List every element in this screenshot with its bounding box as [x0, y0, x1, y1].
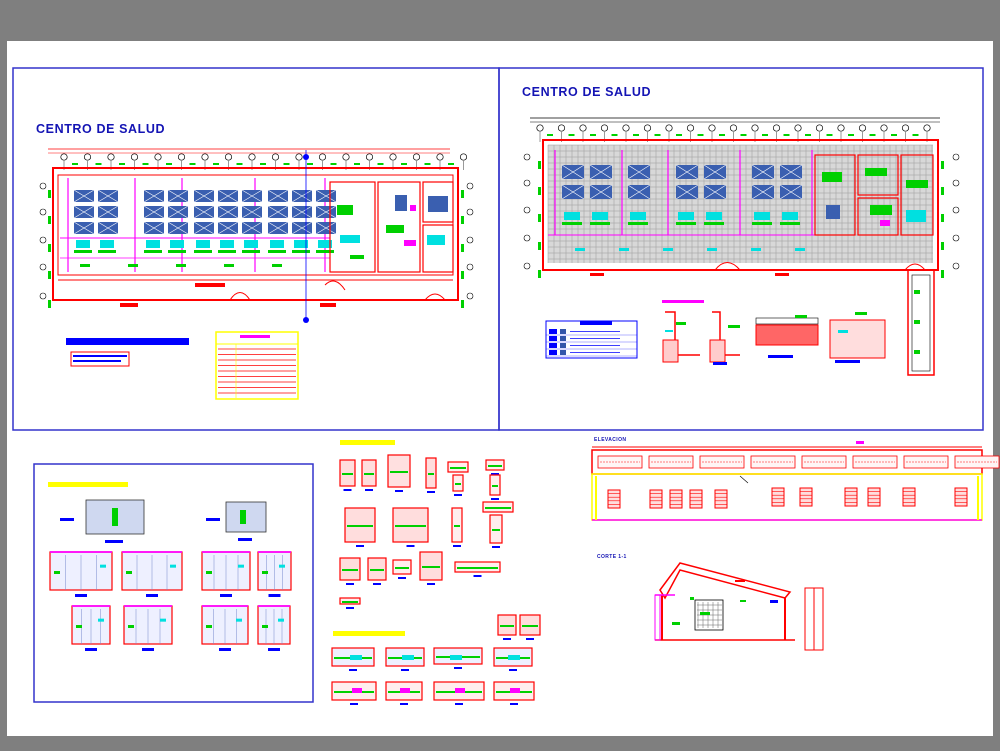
section-drawing — [654, 562, 824, 651]
plan-left-title: CENTRO DE SALUD — [36, 122, 165, 136]
ramp — [907, 269, 935, 376]
floor-plan-right — [523, 117, 960, 376]
elevation-drawing — [591, 441, 1000, 521]
frame-bottom-left — [33, 463, 314, 703]
section-title: CORTE 1-1 — [597, 554, 627, 560]
legend-bar — [66, 338, 189, 345]
elevation-title: ELEVACION — [594, 437, 626, 443]
misc-details — [331, 440, 541, 705]
bathroom-details — [48, 482, 292, 651]
floor-plan-left — [39, 148, 474, 400]
legend-table-right — [545, 320, 638, 359]
schedule-table — [215, 331, 299, 400]
frame-top-right — [498, 67, 984, 431]
plan-right-title: CENTRO DE SALUD — [522, 85, 651, 99]
